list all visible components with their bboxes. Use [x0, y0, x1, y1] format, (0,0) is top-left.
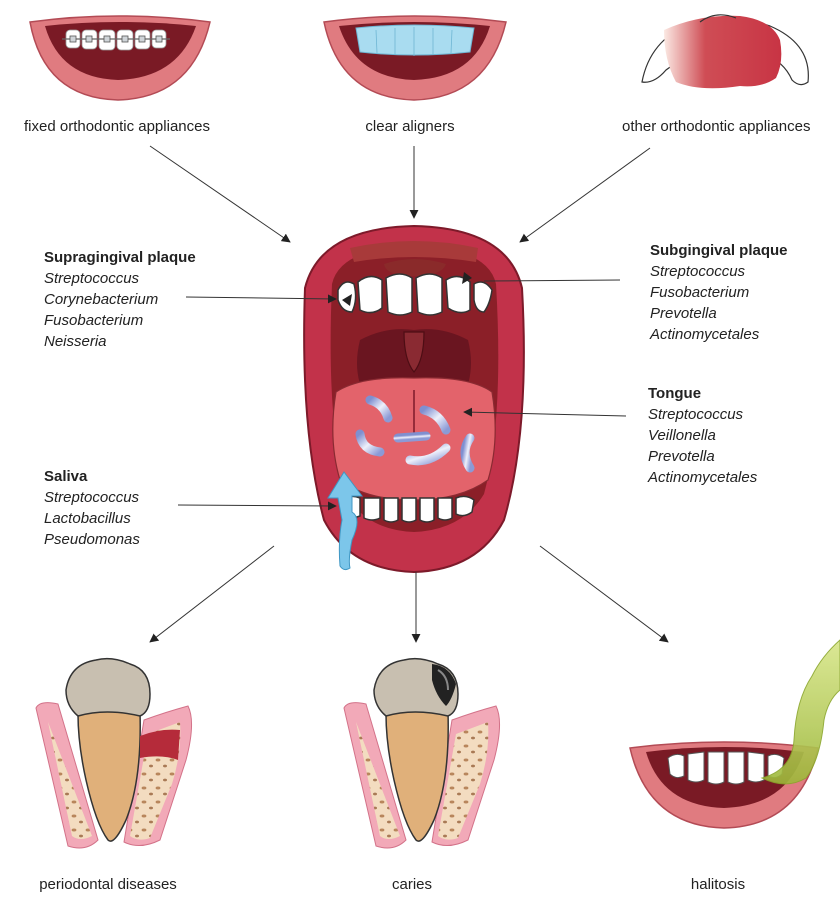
arrow-mouth-to-halitosis	[540, 546, 668, 642]
subgingival-item: Prevotella	[650, 303, 788, 324]
arrow-other-to-mouth	[520, 148, 650, 242]
caries-tooth-illustration	[344, 659, 500, 848]
tongue-item: Prevotella	[648, 446, 757, 467]
subgingival-title: Subgingival plaque	[650, 240, 788, 261]
subgingival-item: Actinomycetales	[650, 324, 788, 345]
other-appliances-illustration	[642, 15, 808, 88]
tongue-item: Actinomycetales	[648, 467, 757, 488]
fixed-appliances-illustration	[30, 16, 210, 100]
label-periodontal-diseases: periodontal diseases	[39, 876, 177, 893]
supragingival-item: Corynebacterium	[44, 289, 196, 310]
tongue-item: Streptococcus	[648, 404, 757, 425]
supragingival-item: Neisseria	[44, 331, 196, 352]
line-saliva	[178, 505, 336, 506]
label-clear-aligners: clear aligners	[365, 118, 454, 135]
supragingival-plaque-group: Supragingival plaque Streptococcus Coryn…	[44, 247, 196, 352]
tongue-item: Veillonella	[648, 425, 757, 446]
saliva-title: Saliva	[44, 466, 140, 487]
tongue-group: Tongue Streptococcus Veillonella Prevote…	[648, 383, 757, 488]
label-other-appliances: other orthodontic appliances	[622, 118, 810, 135]
label-halitosis: halitosis	[691, 876, 745, 893]
subgingival-plaque-group: Subgingival plaque Streptococcus Fusobac…	[650, 240, 788, 345]
subgingival-item: Fusobacterium	[650, 282, 788, 303]
periodontal-tooth-illustration	[36, 659, 192, 848]
label-fixed-appliances: fixed orthodontic appliances	[24, 118, 210, 135]
tongue-title: Tongue	[648, 383, 757, 404]
supragingival-item: Fusobacterium	[44, 310, 196, 331]
supragingival-item: Streptococcus	[44, 268, 196, 289]
label-caries: caries	[392, 876, 432, 893]
subgingival-item: Streptococcus	[650, 261, 788, 282]
clear-aligners-illustration	[324, 16, 506, 100]
open-mouth-illustration	[304, 226, 524, 572]
saliva-group: Saliva Streptococcus Lactobacillus Pseud…	[44, 466, 140, 550]
saliva-item: Pseudomonas	[44, 529, 140, 550]
arrow-fixed-to-mouth	[150, 146, 290, 242]
supragingival-title: Supragingival plaque	[44, 247, 196, 268]
saliva-item: Streptococcus	[44, 487, 140, 508]
arrow-mouth-to-periodontal	[150, 546, 274, 642]
halitosis-illustration	[630, 640, 840, 828]
saliva-item: Lactobacillus	[44, 508, 140, 529]
